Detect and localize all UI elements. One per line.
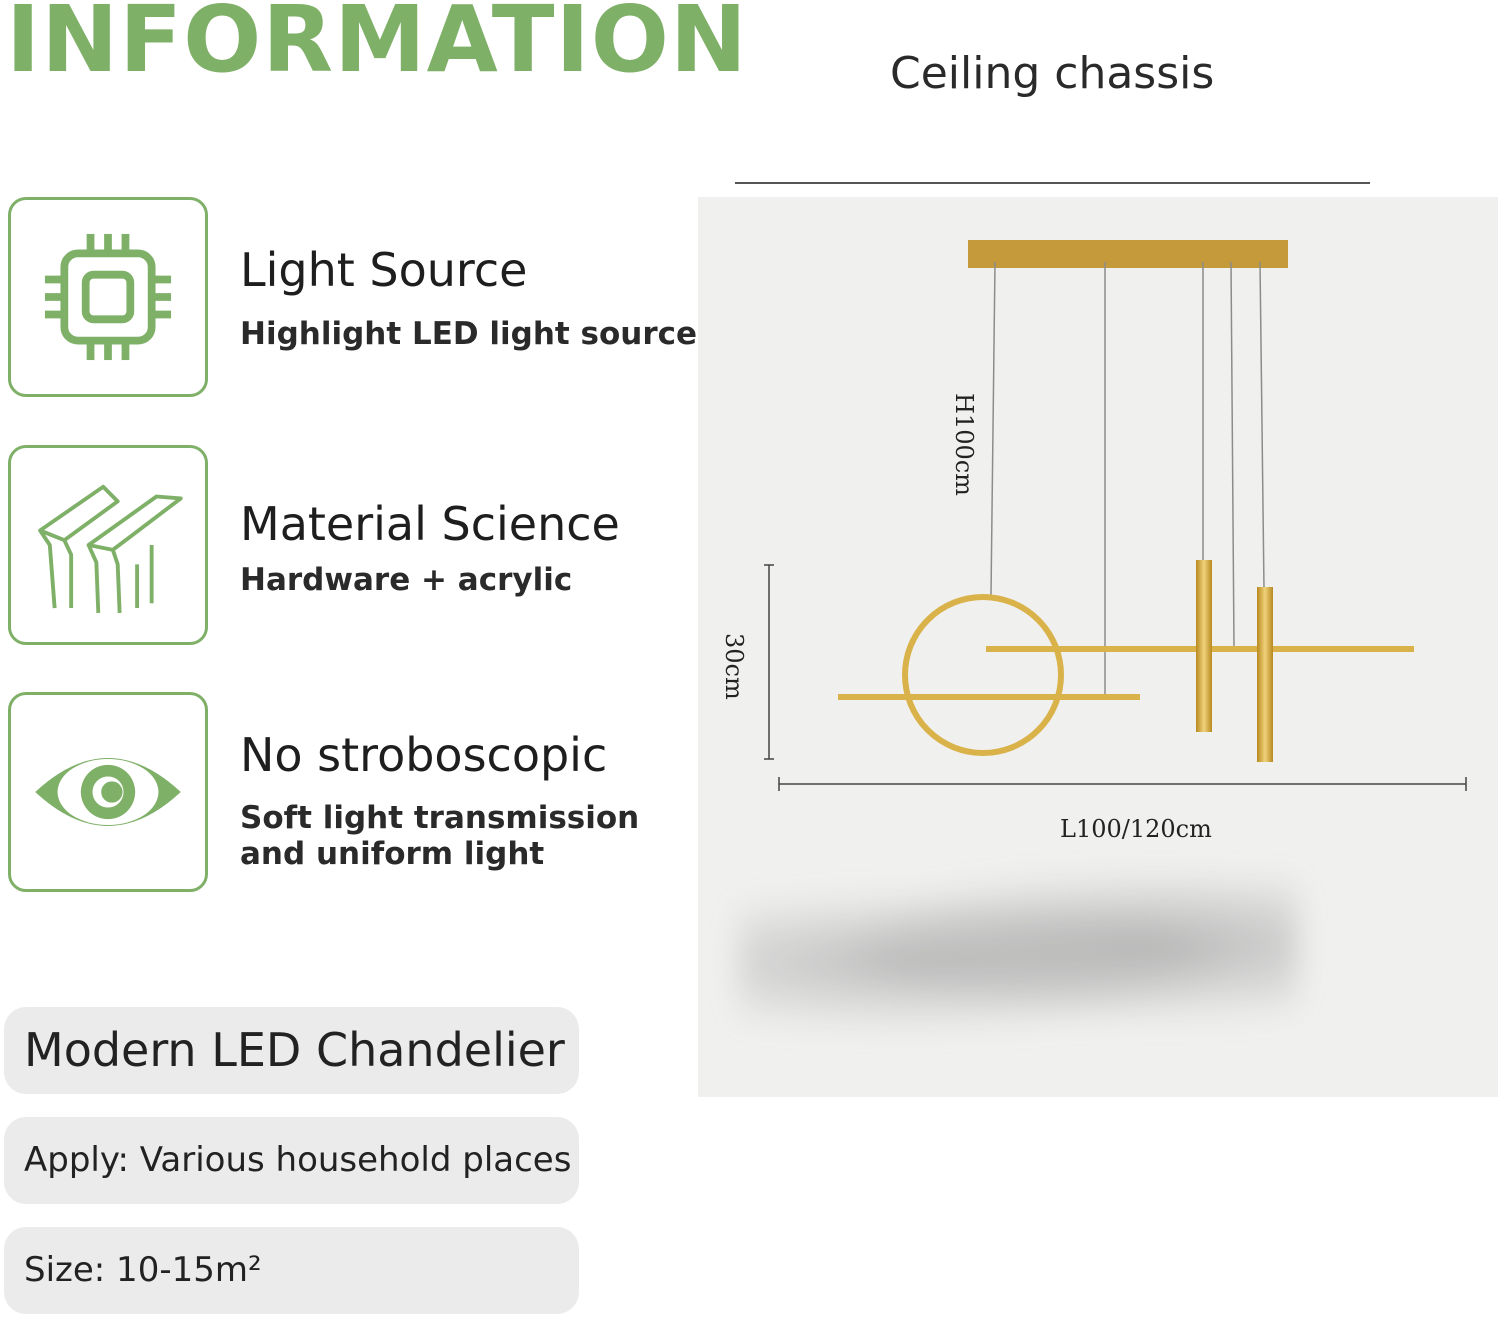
material-layers-icon bbox=[38, 484, 183, 613]
chandelier-drawing: H100cm 30cm L100/120cm bbox=[720, 240, 1467, 843]
length-dimension-label: L100/120cm bbox=[1060, 815, 1212, 843]
product-diagram: H100cm 30cm L100/120cm bbox=[698, 197, 1498, 1097]
pendant-tube-2 bbox=[1257, 587, 1273, 762]
chip-icon bbox=[44, 233, 172, 361]
ceiling-chassis-label: Ceiling chassis bbox=[890, 48, 1215, 99]
ceiling-line bbox=[735, 182, 1370, 184]
feature-desc-line-1: Soft light transmission bbox=[240, 800, 640, 836]
feature-desc-material-science: Hardware + acrylic bbox=[240, 562, 573, 598]
product-name-pill: Modern LED Chandelier bbox=[4, 1007, 579, 1094]
feature-title-no-stroboscopic: No stroboscopic bbox=[240, 728, 608, 782]
ring-light bbox=[902, 594, 1064, 756]
lower-bar-light bbox=[838, 694, 1140, 700]
apply-pill: Apply: Various household places bbox=[4, 1117, 579, 1204]
eye-icon-box bbox=[8, 692, 208, 892]
floor-shadow bbox=[738, 877, 1298, 1047]
feature-desc-line-2: and uniform light bbox=[240, 836, 545, 872]
height-dimension-label: H100cm bbox=[950, 393, 978, 496]
feature-title-material-science: Material Science bbox=[240, 497, 620, 551]
size-pill: Size: 10-15m² bbox=[4, 1227, 579, 1314]
chip-icon-box bbox=[8, 197, 208, 397]
feature-desc-light-source: Highlight LED light source bbox=[240, 316, 698, 352]
feature-title-light-source: Light Source bbox=[240, 243, 528, 297]
canopy-bar bbox=[968, 240, 1288, 268]
pendant-tube-1 bbox=[1196, 560, 1212, 732]
material-icon-box bbox=[8, 445, 208, 645]
page-title: INFORMATION bbox=[6, 0, 748, 93]
eye-icon bbox=[35, 758, 181, 826]
depth-dimension-label: 30cm bbox=[720, 633, 748, 700]
